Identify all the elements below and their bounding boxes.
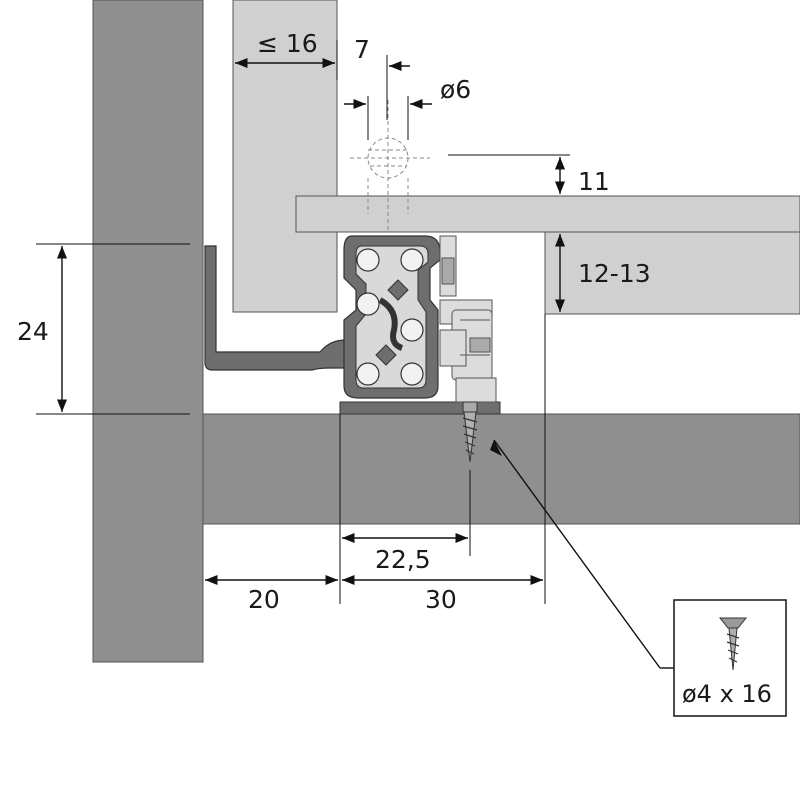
ball-bearing bbox=[356, 362, 380, 386]
ball-cage-s bbox=[378, 297, 404, 351]
cabinet-bottom-panel bbox=[202, 413, 800, 525]
ball-bearing bbox=[400, 318, 424, 342]
ball-cage bbox=[387, 279, 409, 301]
screw-size-label: ø4 x 16 bbox=[682, 680, 772, 708]
ball-bearing bbox=[400, 362, 424, 386]
screw-icon bbox=[462, 401, 478, 463]
ball-cage bbox=[375, 344, 397, 366]
dim-label-dia6: ø6 bbox=[440, 75, 471, 104]
dim-label-12-13: 12-13 bbox=[578, 259, 651, 288]
dim-label-22-5: 22,5 bbox=[375, 545, 431, 574]
cabinet-side-wall bbox=[92, 0, 204, 663]
screw-detail-icon bbox=[718, 617, 748, 671]
dim-label-30: 30 bbox=[425, 585, 457, 614]
ball-bearing bbox=[356, 248, 380, 272]
ball-bearing bbox=[400, 248, 424, 272]
ball-bearing bbox=[356, 292, 380, 316]
dim-label-lte16: ≤ 16 bbox=[257, 29, 318, 58]
dowel-pin-outline bbox=[350, 100, 430, 230]
drawer-side-panel bbox=[232, 0, 338, 313]
dim-label-20: 20 bbox=[248, 585, 280, 614]
dim-label-24: 24 bbox=[17, 317, 49, 346]
drawer-back-panel bbox=[544, 231, 800, 315]
mounting-bracket bbox=[204, 245, 351, 371]
drawer-bottom-panel bbox=[295, 195, 800, 233]
dim-label-11: 11 bbox=[578, 167, 610, 196]
runner-base-plate bbox=[339, 401, 501, 415]
locking-device bbox=[439, 235, 497, 403]
dim-label-7: 7 bbox=[354, 35, 370, 64]
